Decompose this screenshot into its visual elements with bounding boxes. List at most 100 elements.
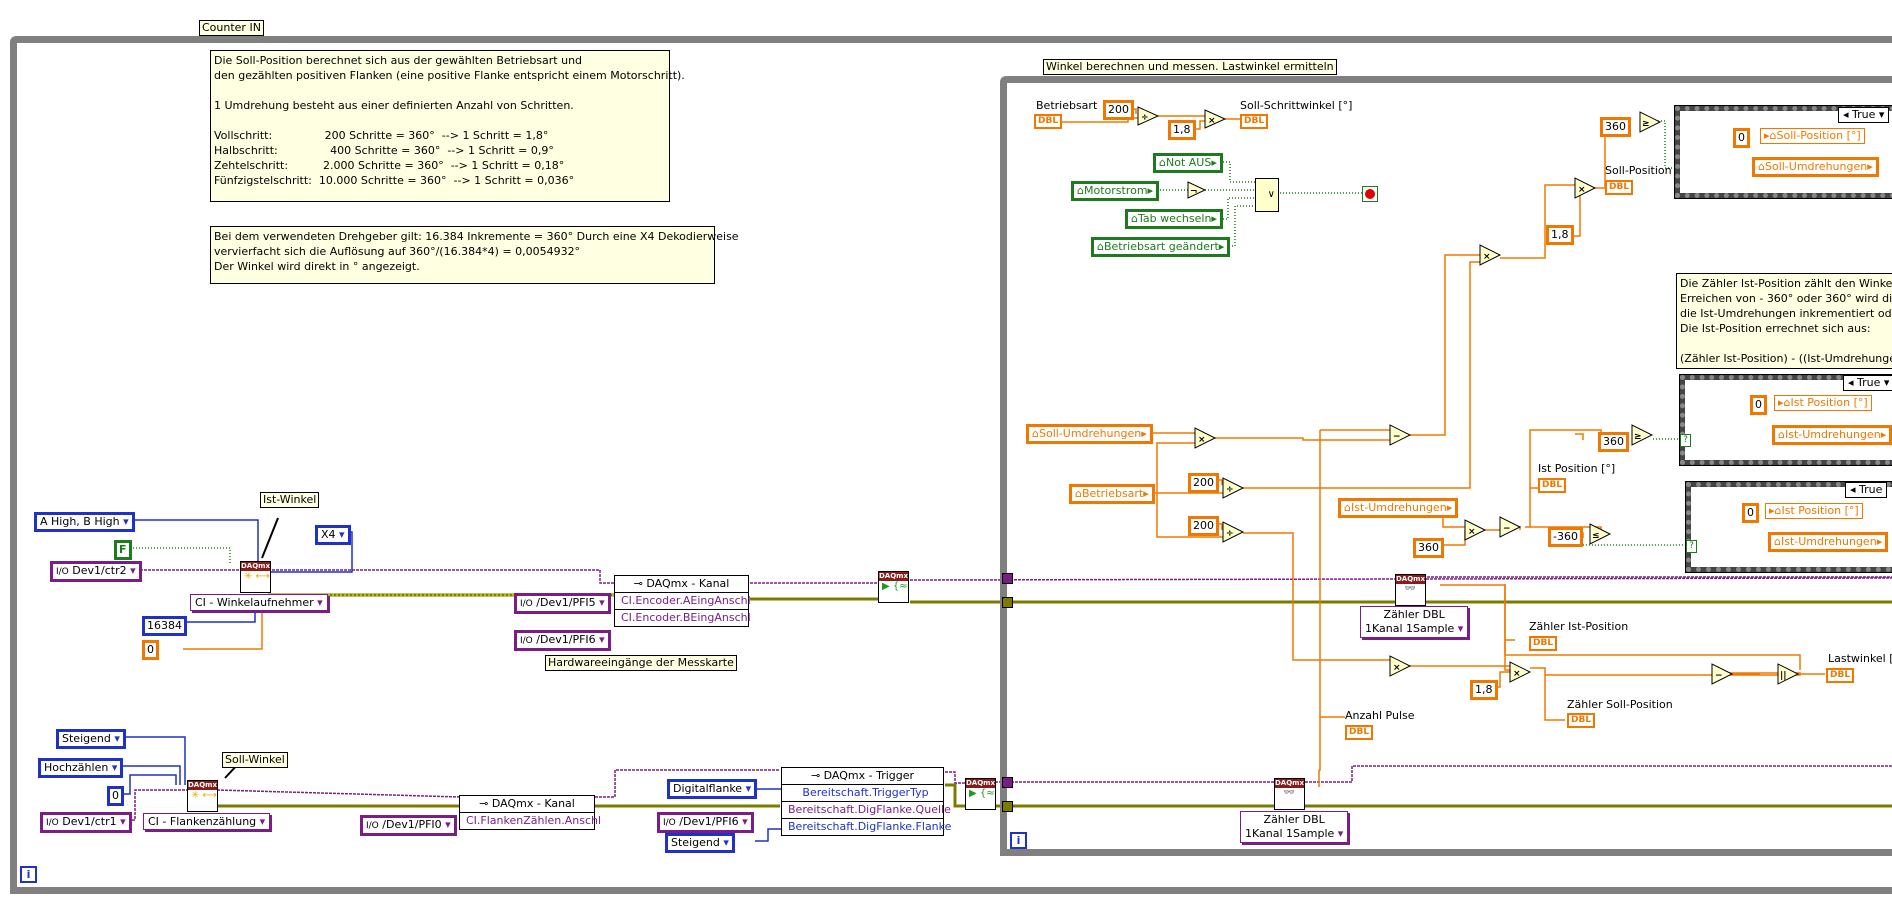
pulses-per-rev-const[interactable]: 16384 (142, 616, 187, 636)
daqmx-start-task-edge[interactable]: DAQmx▶ {≈ (965, 778, 996, 810)
property-row[interactable]: CI.Encoder.BEingAnschl (621, 611, 751, 624)
const-200[interactable]: 200 (1188, 473, 1219, 493)
task-wire (268, 569, 615, 584)
local-betriebsart-geaendert[interactable]: ⌂Betriebsart geändert▸ (1091, 237, 1231, 257)
const-1-8[interactable]: 1,8 (1470, 680, 1498, 700)
local-soll-umdrehungen[interactable]: ⌂Soll-Umdrehungen▸ (1026, 424, 1153, 444)
daqmx-create-channel-encoder[interactable]: DAQmx✳ ⟷ (240, 561, 271, 593)
local-ist-umdrehungen-read[interactable]: ⌂Ist-Umdrehungen▸ (1768, 532, 1889, 552)
betriebsart-control[interactable]: DBL (1034, 114, 1063, 129)
pfi-b-input[interactable]: I/O /Dev1/PFI6 ▾ (514, 630, 611, 651)
const-0[interactable]: 0 (1742, 503, 1759, 523)
property-row[interactable]: Bereitschaft.DigFlanke.Quelle (782, 802, 951, 819)
initial-angle-const[interactable]: 0 (142, 640, 159, 660)
home-icon: ⌂ (1769, 129, 1777, 142)
zindex-phase-enum[interactable]: A High, B High ▾ (34, 512, 135, 532)
const-360[interactable]: 360 (1598, 432, 1629, 452)
decoding-type-enum[interactable]: X4 ▾ (315, 525, 351, 545)
local-ist-umdrehungen[interactable]: ⌂Ist-Umdrehungen▸ (1338, 498, 1459, 518)
case-selector-terminal: ? (1686, 540, 1697, 553)
count-direction-enum[interactable]: Hochzählen ▾ (38, 758, 124, 778)
dropdown-icon: ▾ (599, 596, 605, 609)
comment-drehgeber: Bei dem verwendeten Drehgeber gilt: 16.3… (210, 226, 739, 284)
task-wire (216, 789, 461, 798)
const-1-8[interactable]: 1,8 (1168, 120, 1196, 140)
daqmx-read-encoder[interactable]: DAQmx👓 (1395, 574, 1426, 606)
num-wire (1155, 442, 1195, 494)
daqmx-trigger-property[interactable]: ⊸ DAQmx - Trigger Bereitschaft.TriggerTy… (781, 767, 952, 836)
multiply-node (1389, 655, 1412, 677)
property-row[interactable]: Bereitschaft.DigFlanke.Flanke (788, 820, 952, 833)
key-icon: ⊸ (810, 769, 824, 782)
const-neg360[interactable]: -360 (1548, 527, 1583, 547)
daqmx-channel-property-encoder[interactable]: ⊸ DAQmx - Kanal CI.Encoder.AEingAnschl C… (614, 575, 751, 627)
property-row[interactable]: Bereitschaft.TriggerTyp (782, 785, 943, 802)
home-icon: ⌂ (1097, 240, 1104, 253)
home-icon: ⌂ (1344, 501, 1351, 514)
bool-wire (1655, 120, 1675, 169)
trigger-edge-enum[interactable]: Steigend ▾ (665, 833, 735, 853)
inner-iteration-terminal: i (1010, 832, 1027, 849)
subtract-node (1499, 516, 1522, 538)
soll-position-label: Soll-Position (1605, 164, 1672, 177)
num-wire (1410, 254, 1480, 436)
abs-node (1777, 663, 1800, 685)
lastwinkel-label: Lastwinkel [ (1828, 652, 1892, 665)
key-icon: ⊸ (479, 797, 492, 810)
edge-counter-channel[interactable]: I/O Dev1/ctr1 ▾ (40, 812, 132, 833)
local-soll-position-write[interactable]: ▸⌂Soll-Position [°] (1760, 128, 1865, 144)
io-icon: I/O (520, 599, 533, 609)
multiply-node (1204, 109, 1227, 129)
le-node (1589, 523, 1612, 545)
edge-task-type-selector[interactable]: CI - Flankenzählung ▾ (143, 813, 271, 830)
encoder-task-type-selector[interactable]: CI - Winkelaufnehmer ▾ (190, 594, 328, 611)
property-row[interactable]: CI.Encoder.AEingAnschl (615, 593, 751, 610)
daqmx-create-channel-edge[interactable]: DAQmx✳ ⟷ (187, 780, 218, 812)
local-soll-umdrehungen-read[interactable]: ⌂Soll-Umdrehungen▸ (1752, 157, 1879, 177)
daqmx-start-task-encoder[interactable]: DAQmx▶ {≈ (878, 571, 909, 603)
pfi0-input[interactable]: I/O /Dev1/PFI0 ▾ (360, 815, 457, 836)
const-0[interactable]: 0 (1750, 395, 1767, 415)
node-header: ⊸ DAQmx - Kanal (615, 576, 748, 593)
property-row[interactable]: CI.FlankenZählen.Anschl (466, 814, 602, 827)
enum-wire (120, 765, 181, 785)
const-360[interactable]: 360 (1600, 117, 1631, 137)
case-selector-ist-lower[interactable]: ◂ True (1845, 482, 1888, 498)
trigger-type-enum[interactable]: Digitalflanke ▾ (667, 779, 758, 799)
initial-count-const[interactable]: 0 (107, 786, 124, 806)
edge-enum[interactable]: Steigend ▾ (56, 729, 126, 749)
pfi-a-input[interactable]: I/O /Dev1/PFI5 ▾ (514, 593, 611, 614)
create-channel-icon: ✳ ⟷ (191, 790, 217, 801)
trigger-source-input[interactable]: I/O /Dev1/PFI6 ▾ (657, 812, 754, 833)
case-selector-soll[interactable]: ◂ True ▾ (1838, 107, 1890, 123)
zindex-enable-const[interactable]: F (114, 540, 132, 560)
ist-position-indicator: DBL (1538, 478, 1567, 493)
bool-wire (1220, 161, 1255, 183)
task-wire (1305, 765, 1892, 783)
local-motorstrom[interactable]: ⌂Motorstrom▸ (1071, 181, 1160, 201)
local-ist-position-write[interactable]: ▸⌂Ist Position [°] (1765, 503, 1863, 519)
stop-condition-icon[interactable] (1362, 186, 1378, 202)
anzahl-pulse-indicator: DBL (1345, 725, 1374, 740)
outer-loop-label: Counter IN (199, 20, 264, 36)
const-0[interactable]: 0 (1733, 128, 1750, 148)
local-ist-umdrehungen-read[interactable]: ⌂Ist-Umdrehungen▸ (1772, 425, 1892, 445)
home-icon: ⌂ (1774, 535, 1781, 548)
local-ist-position-write[interactable]: ▸⌂Ist Position [°] (1774, 395, 1872, 411)
local-tab-wechseln[interactable]: ⌂Tab wechseln▸ (1125, 209, 1223, 229)
daqmx-read-edge[interactable]: DAQmx👓 (1274, 778, 1305, 810)
const-200[interactable]: 200 (1188, 516, 1219, 536)
const-360[interactable]: 360 (1413, 538, 1444, 558)
case-selector-ist-upper[interactable]: ◂ True ▾ (1843, 375, 1892, 391)
const-200[interactable]: 200 (1103, 100, 1134, 120)
home-icon: ⌂ (1774, 504, 1782, 517)
local-betriebsart[interactable]: ⌂Betriebsart▸ (1069, 484, 1155, 504)
local-not-aus[interactable]: ⌂Not AUS▸ (1153, 153, 1223, 173)
dropdown-icon: ▾ (317, 596, 323, 609)
anzahl-pulse-label: Anzahl Pulse (1345, 709, 1415, 722)
encoder-counter-channel[interactable]: I/O Dev1/ctr2 ▾ (50, 561, 142, 582)
const-1-8[interactable]: 1,8 (1546, 225, 1574, 245)
daqmx-channel-property-edge[interactable]: ⊸ DAQmx - Kanal CI.FlankenZählen.Anschl (459, 795, 602, 830)
